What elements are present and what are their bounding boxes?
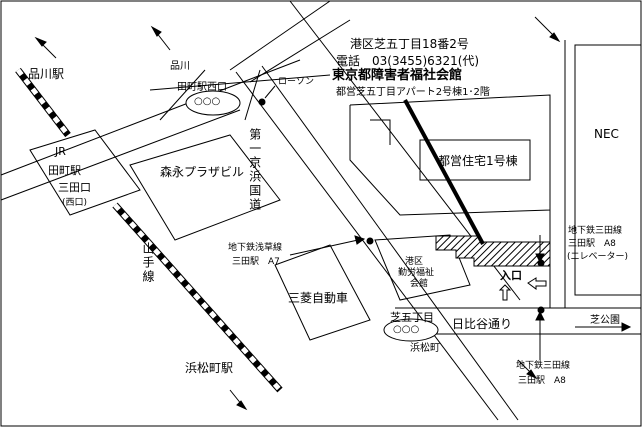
mita-line-right-label: 地下鉄三田線 — [568, 226, 623, 236]
entrance-arrows — [498, 277, 547, 301]
local-hall-label-3: 会館 — [410, 279, 429, 289]
morinaga-label: 森永プラザビル — [160, 165, 245, 179]
local-hall-label-2: 勤労福祉 — [398, 268, 435, 278]
local-hall-block — [374, 234, 471, 301]
facility-title: 東京都障害者福社会館 — [332, 68, 463, 83]
daiichi-keihin-label: 第一京浜国道 — [247, 128, 262, 212]
hamamatsucho-station-label: 浜松町駅 — [185, 361, 234, 375]
jr-tamachi-label: 田町駅 — [48, 164, 81, 177]
mita-line-bottom-label: 地下鉄三田線 — [516, 361, 571, 371]
asakusa-line-label: 地下鉄浅草線 — [228, 243, 283, 253]
toei-block — [349, 94, 551, 216]
mita-a8-right-label: 三田駅 A8 — [568, 239, 616, 249]
shiba5-stop-label: ○○○ — [393, 324, 420, 335]
hibiya-dori-label: 日比谷通り — [452, 317, 513, 331]
direction-arrows — [34, 16, 632, 411]
local-hall-label-1: 港区 — [405, 257, 424, 267]
address-text: 港区芝五丁目18番2号 — [350, 37, 469, 51]
morinaga-block — [129, 134, 281, 241]
jr-station-block — [29, 129, 141, 216]
upper-cross-roads — [0, 0, 351, 201]
shiba5-sub-label: 浜松町 — [410, 343, 440, 354]
shiba-park-label: 芝公園 — [590, 315, 620, 326]
shiba5-label: 芝五丁目 — [390, 311, 434, 324]
facility-subtitle: 都営芝五丁目アパート2号棟1･2階 — [336, 87, 490, 98]
nec-label: NEC — [594, 127, 619, 141]
shiba5-stop — [383, 318, 439, 342]
asakusa-station-label: 三田駅 A7 — [232, 257, 280, 267]
mitsubishi-block — [274, 244, 371, 341]
toei-housing-label: 都営住宅1号棟 — [438, 154, 518, 168]
elevator-label: (エレベーター) — [567, 252, 629, 262]
nec-block — [574, 44, 642, 296]
tamachi-west-exit-label: 田町駅西口 — [177, 82, 227, 93]
mita-a8-bottom-label: 三田駅 A8 — [518, 376, 566, 386]
shinagawa-top-label: 品川 — [170, 61, 190, 72]
jr-label: JR — [55, 145, 66, 158]
jr-mita-exit-label: 三田口 — [58, 181, 91, 194]
lawson-label: ローソン — [278, 77, 315, 87]
yamanote-line-label: 山手線 — [141, 242, 155, 284]
lawson-pointer — [264, 85, 276, 99]
phone-text: 電話 03(3455)6321(代) — [336, 54, 480, 68]
mitsubishi-label: 三菱自動車 — [288, 291, 349, 305]
shinagawa-station-label: 品川駅 — [28, 67, 65, 81]
station-pins — [258, 98, 545, 314]
tamachi-west-stop — [185, 90, 241, 116]
title-pointer-line — [403, 99, 485, 245]
tamachi-west-stop-label: ○○○ — [194, 96, 221, 107]
yamanote-rail — [15, 67, 283, 393]
jr-west-label: (西口) — [62, 198, 88, 208]
entrance-label: 入口 — [500, 269, 522, 282]
